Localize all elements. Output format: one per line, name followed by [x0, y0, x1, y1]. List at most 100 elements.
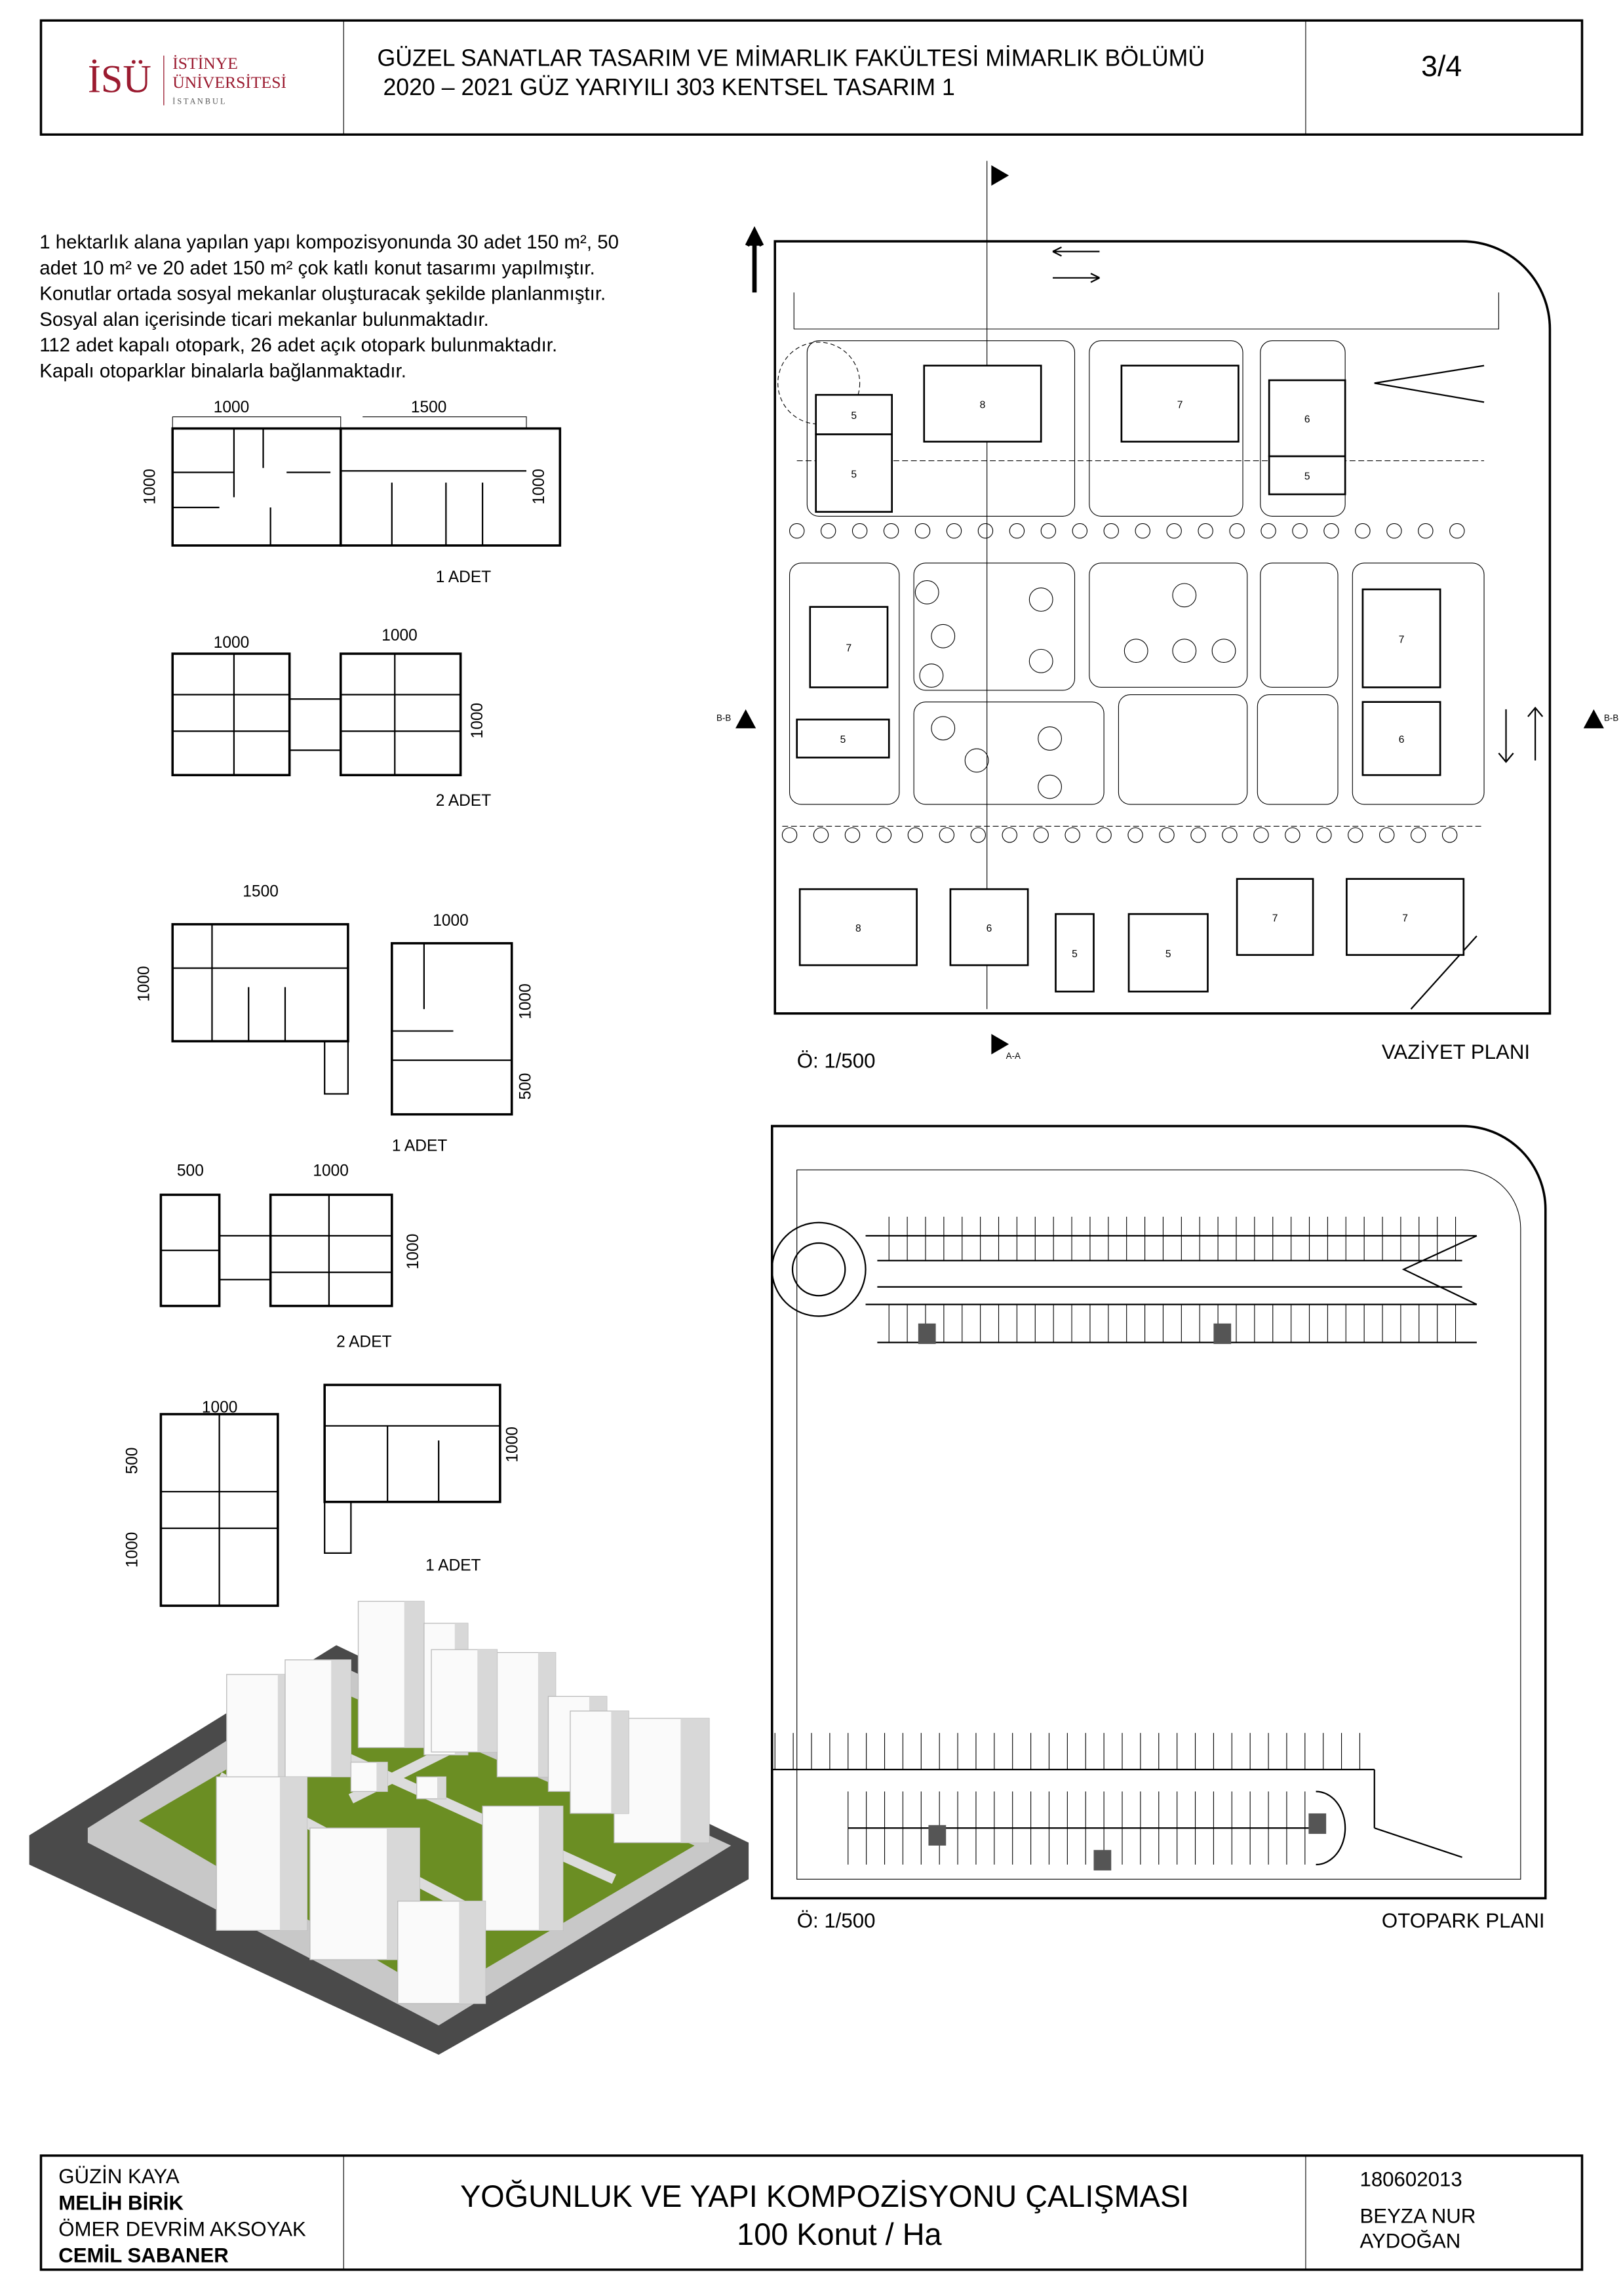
building-footprint — [809, 606, 889, 688]
plan-walls — [172, 924, 512, 1061]
building-number: 6 — [987, 923, 992, 934]
unit-count-label: 1 ADET — [425, 1557, 481, 1575]
floor-plan-5: 1000 500 1000 1000 1 ADET — [124, 1383, 522, 1607]
tree-icon — [820, 523, 836, 539]
project-subtitle: 100 Konut / Ha — [737, 2217, 942, 2251]
tree-icon — [789, 523, 805, 539]
north-arrow-icon — [745, 226, 764, 293]
building-number: 7 — [1177, 399, 1183, 410]
tree-icon — [1124, 639, 1148, 663]
turning-circle — [771, 1221, 867, 1317]
tree-icon — [1103, 523, 1119, 539]
tower-shadow-face — [279, 1777, 307, 1931]
site-boundary — [773, 240, 1552, 1015]
plan-block — [269, 1193, 393, 1307]
tree-icon — [1065, 827, 1080, 843]
plan-walls — [161, 1414, 500, 1606]
building-footprint — [1268, 455, 1346, 496]
section-label-b-right: B-B — [1604, 713, 1618, 723]
logo-name-2: ÜNİVERSİTESİ — [172, 73, 286, 92]
building-footprint — [1055, 913, 1095, 993]
site-plan-title: VAZİYET PLANI — [1382, 1040, 1530, 1063]
building-number: 7 — [1402, 913, 1408, 924]
stair-core — [324, 1501, 352, 1554]
building-number: 5 — [851, 469, 857, 480]
faculty-title: GÜZEL SANATLAR TASARIM VE MİMARLIK FAKÜL… — [378, 45, 1205, 71]
tree-icon — [1198, 523, 1213, 539]
unit-count-label: 1 ADET — [436, 568, 492, 586]
tree-icon — [1292, 523, 1308, 539]
footer-frame — [39, 2154, 1584, 2271]
building-footprint — [1268, 379, 1346, 458]
building-number: 5 — [1165, 949, 1171, 960]
section-marker-icon — [1583, 709, 1604, 728]
floor-plan-3: 1500 1000 1000 1000 500 1 ADET — [136, 882, 535, 1155]
tree-icon — [781, 827, 798, 843]
tower-shadow-face — [459, 1901, 486, 2004]
tree-icon — [1127, 827, 1143, 843]
plan-walls — [161, 1195, 392, 1306]
building-footprint — [796, 719, 890, 759]
instructor-name: CEMİL SABANER — [58, 2244, 229, 2267]
stair-core — [288, 698, 342, 751]
plan-walls — [172, 428, 527, 546]
sheet-number: 3/4 — [1421, 50, 1462, 83]
instructor-name: GÜZİN KAYA — [58, 2165, 180, 2188]
dimension-label: 1000 — [136, 966, 153, 1002]
plan-block — [323, 1383, 501, 1503]
plan-block — [171, 427, 342, 547]
dimension-label: 1000 — [469, 703, 486, 739]
building-number: 8 — [855, 923, 861, 934]
parking-lower-lanes — [772, 1768, 1462, 1866]
landscape-block — [913, 563, 1076, 691]
landscape-block — [1089, 340, 1243, 517]
section-marker-icon — [991, 165, 1009, 186]
dimension-label: 1000 — [214, 399, 250, 416]
tree-icon — [1410, 827, 1426, 843]
building-footprint — [949, 888, 1029, 966]
tree-icon — [1072, 523, 1088, 539]
tree-icon — [1253, 827, 1269, 843]
course-title: 2020 – 2021 GÜZ YARIYILI 303 KENTSEL TAS… — [383, 74, 954, 100]
landscape-block — [789, 563, 900, 805]
building-footprint — [815, 433, 893, 513]
building-footprint — [1346, 878, 1465, 956]
student-name-last: AYDOĞAN — [1359, 2229, 1460, 2252]
building-number: 5 — [1304, 471, 1310, 483]
tree-icon — [1033, 827, 1049, 843]
student-id: 180602013 — [1359, 2168, 1462, 2191]
dimension-label: 1000 — [530, 469, 548, 505]
parking-stalls — [774, 1216, 1457, 1870]
building-number: 7 — [846, 643, 852, 654]
tree-icon — [1348, 827, 1363, 843]
floor-plan-2: 1000 1000 1000 2 ADET — [171, 627, 491, 810]
tree-icon — [970, 827, 986, 843]
tower-shadow-face — [331, 1659, 351, 1777]
tree-icon — [1316, 827, 1332, 843]
building-footprint — [1120, 365, 1240, 443]
building-number: 7 — [1399, 634, 1405, 645]
plan-walls — [172, 654, 461, 776]
tree-icon — [813, 827, 829, 843]
tree-icon — [977, 523, 994, 539]
dimension-label: 500 — [124, 1448, 142, 1475]
description-line: Sosyal alan içerisinde ticari mekanlar b… — [39, 309, 489, 330]
dimension-label: 1500 — [411, 399, 447, 416]
tree-icon — [964, 748, 989, 773]
tree-icon — [1172, 639, 1197, 663]
tree-icon — [914, 580, 939, 604]
tree-icon — [907, 827, 924, 843]
tree-icon — [1441, 827, 1458, 843]
tree-icon — [1028, 587, 1053, 612]
landscape-block — [1118, 694, 1248, 805]
building-number: 5 — [851, 410, 857, 422]
university-logo: İSÜ İSTİNYE ÜNİVERSİTESİ İ S T A N B U L — [88, 54, 286, 106]
stair-core-icon — [1093, 1850, 1112, 1870]
site-plan-scale: Ö: 1/500 — [797, 1049, 876, 1072]
building-footprint — [798, 888, 918, 966]
tree-icon — [1096, 827, 1112, 843]
towers — [216, 1600, 710, 2004]
tree-icon — [1172, 583, 1197, 608]
dimension-label: 1000 — [517, 983, 535, 1019]
